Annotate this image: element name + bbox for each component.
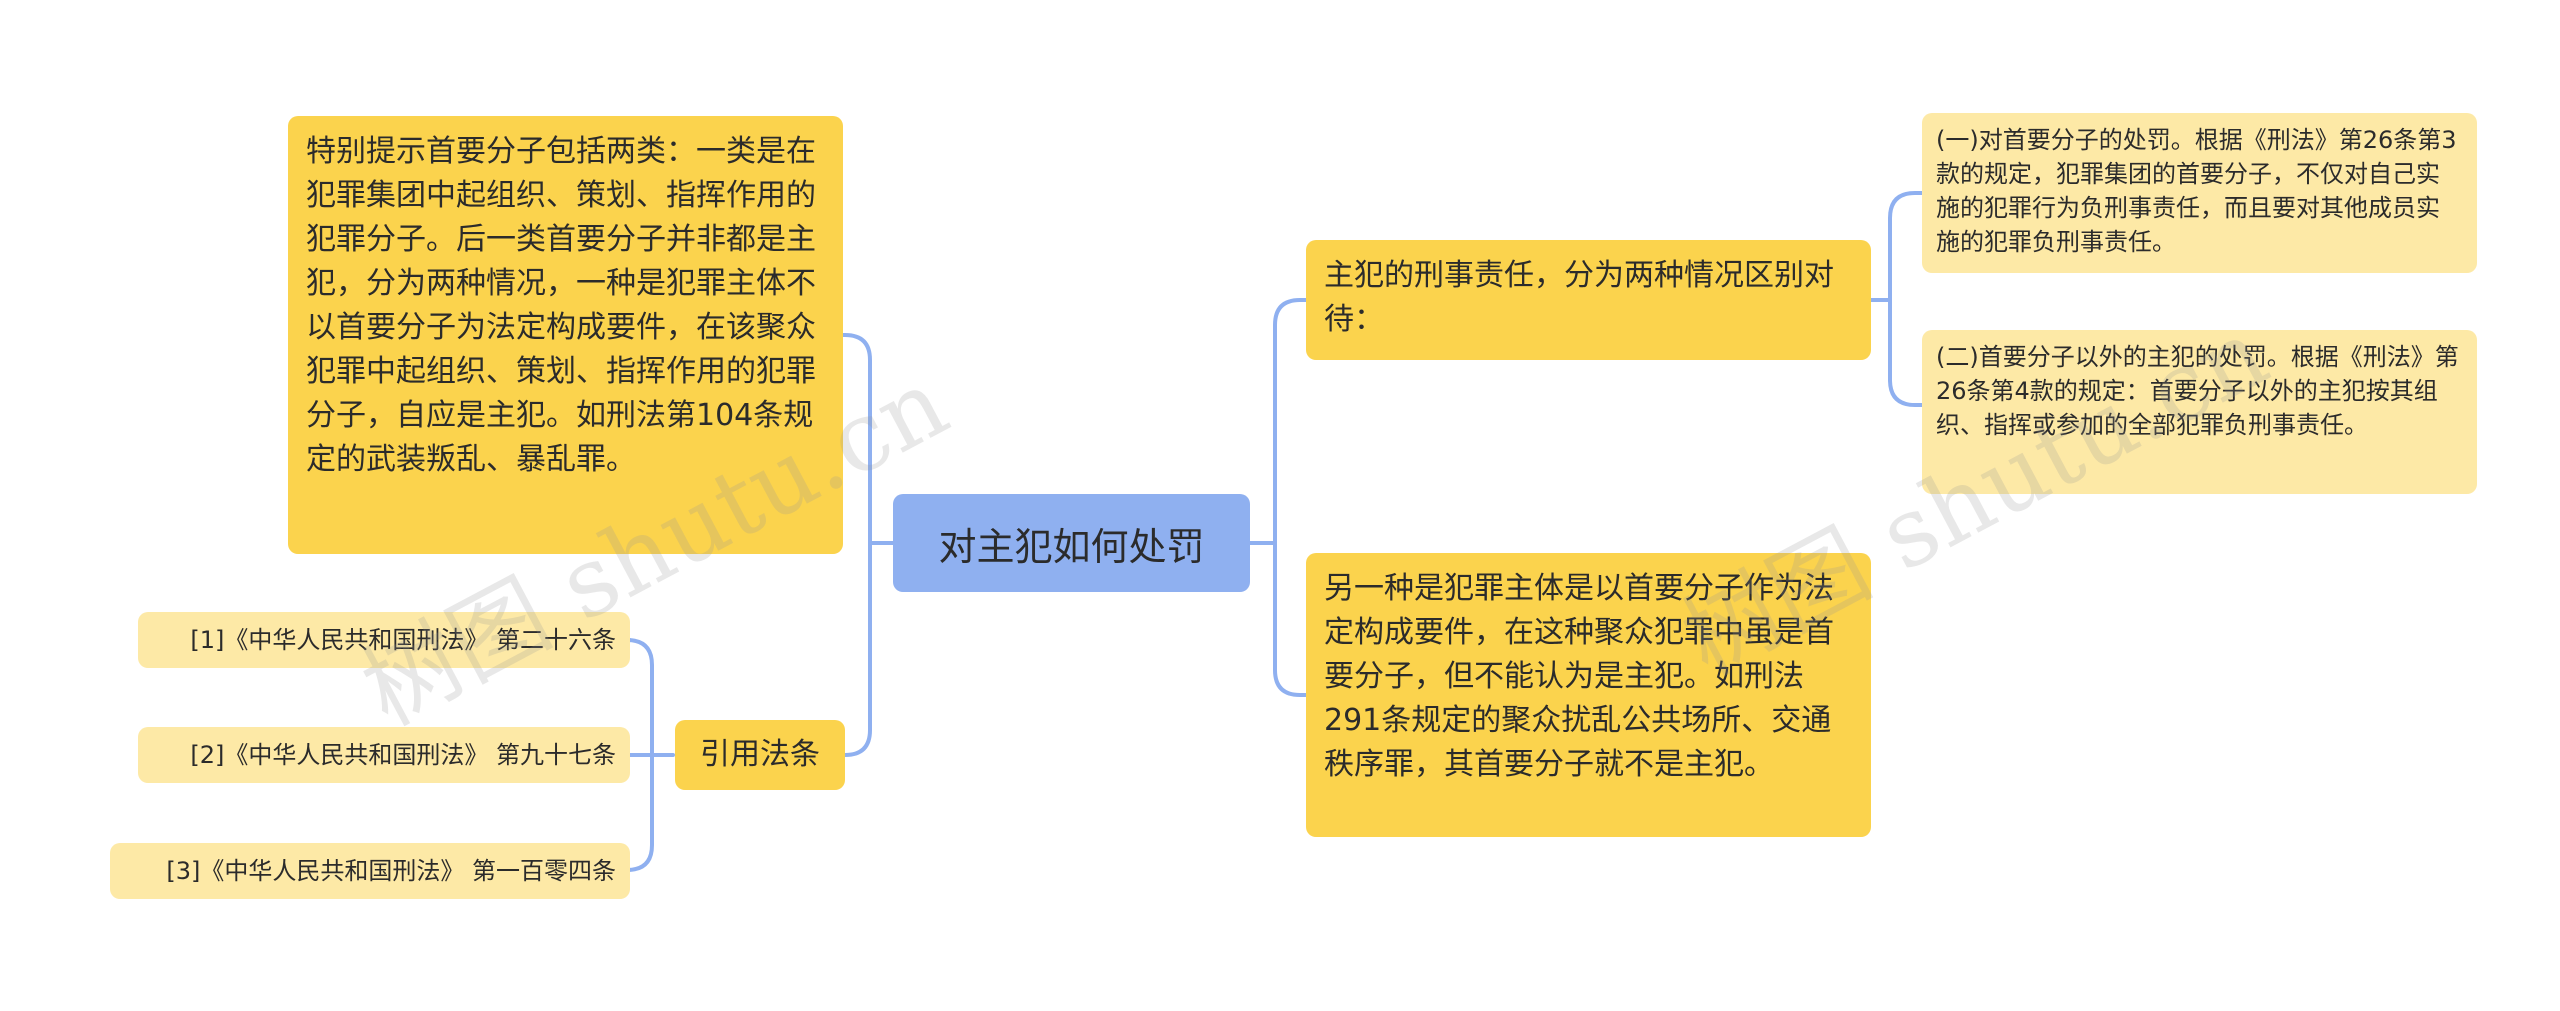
connector-citations-items [626, 638, 675, 872]
citation-item-2[interactable]: [2]《中华人民共和国刑法》 第九十七条 [138, 727, 630, 783]
note-text: 特别提示首要分子包括两类：一类是在犯罪集团中起组织、策划、指挥作用的犯罪分子。后… [306, 134, 816, 477]
citation-item-3[interactable]: [3]《中华人民共和国刑法》 第一百零四条 [110, 843, 630, 899]
connector-branch1-children [1869, 191, 1924, 407]
branch1-child-2[interactable]: (二)首要分子以外的主犯的处罚。根据《刑法》第26条第4款的规定：首要分子以外的… [1922, 330, 2477, 494]
branch1-node[interactable]: 主犯的刑事责任，分为两种情况区别对待： [1306, 240, 1871, 360]
root-node[interactable]: 对主犯如何处罚 [893, 494, 1250, 592]
citation-item-1[interactable]: [1]《中华人民共和国刑法》 第二十六条 [138, 612, 630, 668]
branch1-label: 主犯的刑事责任，分为两种情况区别对待： [1324, 258, 1834, 337]
root-label: 对主犯如何处罚 [938, 524, 1205, 569]
branch1-child-1[interactable]: (一)对首要分子的处罚。根据《刑法》第26条第3款的规定，犯罪集团的首要分子，不… [1922, 113, 2477, 273]
branch2-label: 另一种是犯罪主体是以首要分子作为法定构成要件，在这种聚众犯罪中虽是首要分子，但不… [1324, 571, 1834, 782]
connector-root-left [841, 333, 895, 757]
citations-node[interactable]: 引用法条 [675, 720, 845, 790]
note-box: 特别提示首要分子包括两类：一类是在犯罪集团中起组织、策划、指挥作用的犯罪分子。后… [288, 116, 843, 554]
branch2-node[interactable]: 另一种是犯罪主体是以首要分子作为法定构成要件，在这种聚众犯罪中虽是首要分子，但不… [1306, 553, 1871, 837]
citations-label: 引用法条 [700, 737, 820, 772]
connector-root-right [1248, 298, 1308, 697]
